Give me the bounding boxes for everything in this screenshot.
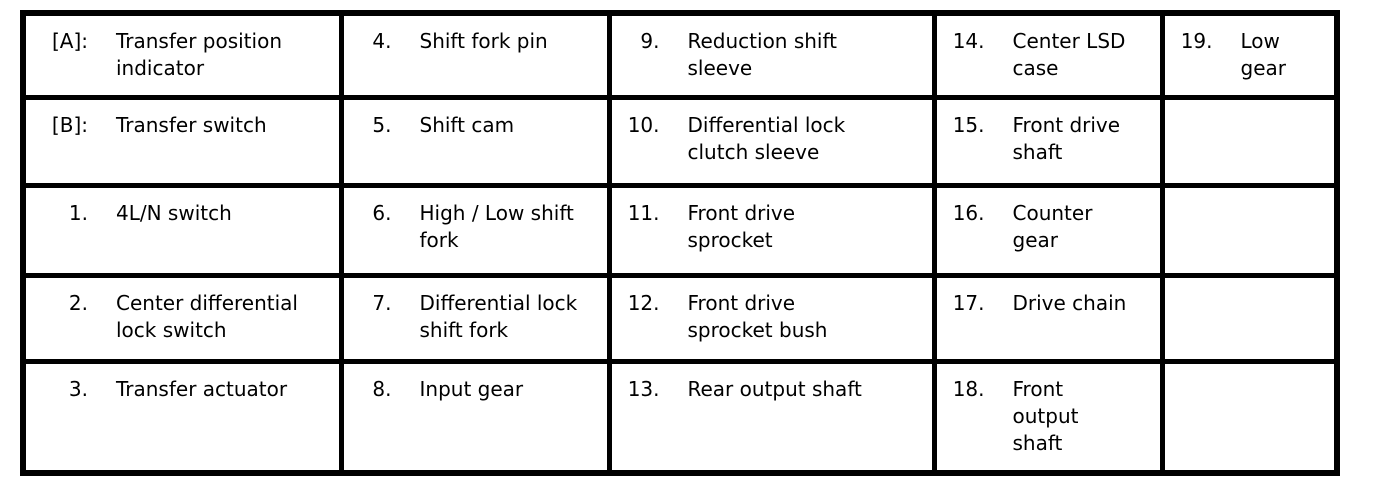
item-label: Differential lock clutch sleeve [687,112,846,164]
legend-cell [1159,94,1340,188]
item-label: Shift fork pin [419,29,548,53]
item-label: Transfer actuator [116,376,288,401]
legend-cell [1159,358,1340,476]
item-number: 11. [627,200,660,225]
legend-cell: 9. Reduction shift sleeve [606,10,937,100]
item-label: Rear output shaft [687,376,862,401]
item-label: Front output shaft [1012,376,1079,455]
legend-row: [B]: Transfer switch 5. Shift cam 10. Diffe… [20,94,1340,188]
legend-cell: 4. Shift fork pin [338,10,612,100]
legend-cell: 8. Input gear [338,358,612,476]
legend-cell: 19. Low gear [1159,10,1340,100]
legend-cell: 6. High / Low shift fork [338,182,612,278]
legend-row: [A]: Transfer position indicator 4. Shift … [20,10,1340,100]
legend-cell: 17. Drive chain [931,272,1165,364]
item-label: Low gear [1240,29,1286,80]
item-number: 1. [68,200,88,225]
legend-cell: 1. 4L/N switch [20,182,344,278]
legend-row: 2. Center differential lock switch 7. Diff… [20,272,1340,364]
item-number: 5. [372,112,392,137]
legend-cell: 5. Shift cam [338,94,612,188]
legend-cell: 10. Differential lock clutch sleeve [606,94,937,188]
item-number: 19. [1180,29,1213,53]
item-label: High / Low shift fork [419,200,574,252]
legend-cell [1159,272,1340,364]
item-label: Front drive sprocket [687,200,796,252]
item-number: 2. [68,290,88,315]
item-label: Center differential lock switch [116,290,298,342]
item-label: Input gear [419,376,524,401]
item-label: Counter gear [1012,200,1093,252]
item-number: 7. [372,290,392,315]
legend-cell: 11. Front drive sprocket [606,182,937,278]
legend-cell: [A]: Transfer position indicator [20,10,344,100]
item-label: Differential lock shift fork [419,290,578,342]
item-label: Drive chain [1012,290,1127,315]
item-number: 18. [952,376,985,401]
item-number: 12. [627,290,660,315]
legend-cell: 3. Transfer actuator [20,358,344,476]
item-label: Shift cam [419,112,515,137]
legend-cell: 13. Rear output shaft [606,358,937,476]
item-number: 9. [640,29,660,53]
legend-cell: 12. Front drive sprocket bush [606,272,937,364]
parts-legend-table: [A]: Transfer position indicator 4. Shift … [20,10,1340,476]
legend-cell: 14. Center LSD case [931,10,1165,100]
item-number: 10. [627,112,660,137]
item-number: 3. [68,376,88,401]
item-number: 16. [952,200,985,225]
item-number: 15. [952,112,985,137]
item-label: Transfer position indicator [116,29,282,80]
legend-cell: 16. Counter gear [931,182,1165,278]
item-number: 17. [952,290,985,315]
item-label: Front drive shaft [1012,112,1121,164]
item-label: Transfer switch [116,112,267,137]
legend-row: 3. Transfer actuator 8. Input gear 13. Rear… [20,358,1340,476]
item-number: 13. [627,376,660,401]
item-label: Center LSD case [1012,29,1126,80]
legend-cell [1159,182,1340,278]
item-number: 8. [372,376,392,401]
item-number: [B]: [51,112,88,137]
legend-row: 1. 4L/N switch 6. High / Low shift fork 11… [20,182,1340,278]
item-label: Reduction shift sleeve [687,29,838,80]
item-number: [A]: [51,29,88,53]
legend-cell: 18. Front output shaft [931,358,1165,476]
legend-cell: 15. Front drive shaft [931,94,1165,188]
item-number: 4. [372,29,392,53]
item-number: 6. [372,200,392,225]
item-number: 14. [952,29,985,53]
item-label: 4L/N switch [116,200,232,225]
legend-cell: 7. Differential lock shift fork [338,272,612,364]
item-label: Front drive sprocket bush [687,290,828,342]
legend-cell: [B]: Transfer switch [20,94,344,188]
legend-cell: 2. Center differential lock switch [20,272,344,364]
